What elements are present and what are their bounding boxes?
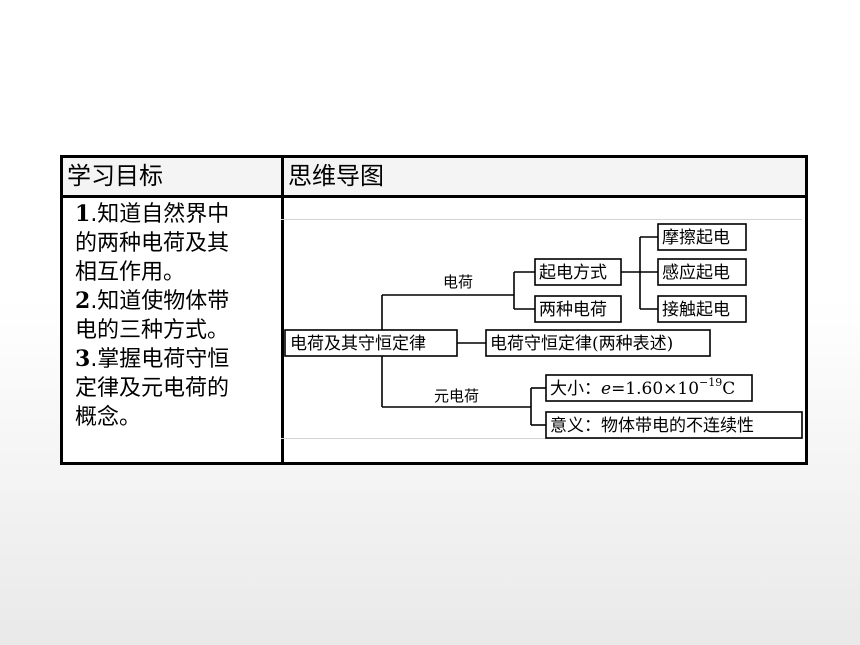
contact-label: 接触起电: [662, 300, 730, 320]
root-label: 电荷及其守恒定律: [290, 334, 426, 354]
meaning-box: [545, 411, 803, 439]
goal-number: 1: [75, 201, 91, 227]
two-charges-label: 两种电荷: [539, 300, 607, 320]
meaning-label: 意义：物体带电的不连续性: [550, 416, 754, 436]
learning-goals-list: 1.知道自然界中 的两种电荷及其 相互作用。 2.知道使物体带 电的三种方式。 …: [75, 200, 279, 432]
goal-text: .知道使物体带: [90, 289, 230, 314]
learning-goals-header: 学习目标: [63, 158, 281, 195]
goal-text: 定律及元电荷的: [75, 376, 230, 401]
branch-elementary-label: 元电荷: [434, 387, 479, 405]
goal-text: .掌握电荷守恒: [90, 347, 230, 372]
goal-text: 的两种电荷及其: [75, 231, 230, 256]
header-divider: [63, 195, 805, 198]
friction-label: 摩擦起电: [662, 228, 730, 248]
goal-text: .知道自然界中: [90, 202, 230, 227]
mind-map-header: 思维导图: [284, 158, 805, 195]
branch-charge-label: 电荷: [443, 273, 473, 291]
friction-box: [657, 223, 747, 251]
goal-text: 电的三种方式。: [75, 318, 230, 343]
panel-band-top: [281, 219, 802, 220]
induction-box: [657, 258, 747, 286]
goal-item-1: 1.知道自然界中 的两种电荷及其 相互作用。: [75, 200, 279, 287]
goal-text: 相互作用。: [75, 260, 186, 285]
conservation-label: 电荷守恒定律(两种表述): [490, 334, 673, 354]
goal-item-2: 2.知道使物体带 电的三种方式。: [75, 287, 279, 345]
goal-text: 概念。: [75, 405, 142, 430]
panel-band-bottom: [281, 438, 802, 439]
goal-item-3: 3.掌握电荷守恒 定律及元电荷的 概念。: [75, 345, 279, 432]
conservation-box: [485, 329, 711, 357]
methods-label: 起电方式: [539, 263, 607, 283]
goal-number: 2: [75, 288, 91, 314]
goal-number: 3: [75, 346, 91, 372]
size-box: [545, 374, 753, 402]
size-label: 大小：e=1.60×10−19C: [550, 376, 735, 399]
goals-mindmap-table: 学习目标 思维导图 1.知道自然界中 的两种电荷及其 相互作用。 2.知道使物体…: [60, 155, 808, 465]
two-charges-box: [534, 295, 622, 323]
induction-label: 感应起电: [662, 263, 730, 283]
contact-box: [657, 295, 747, 323]
column-divider: [281, 158, 284, 462]
